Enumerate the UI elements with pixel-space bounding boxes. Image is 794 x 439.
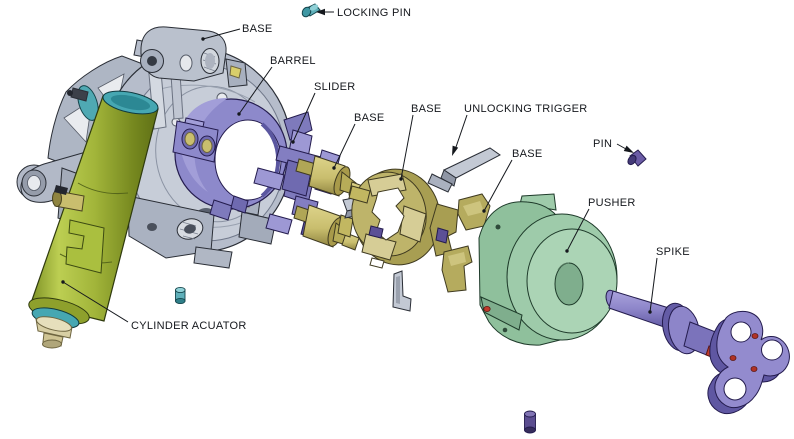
callout-barrel: BARREL [237,55,316,116]
callout-base-claw: BASE [482,148,542,213]
callout-spike: SPIKE [648,246,690,314]
callout-cylinder-actuator: CYLINDER ACUATOR [61,280,246,332]
purple-pin [627,149,647,167]
spike [605,289,790,415]
callout-base-top: BASE [201,23,272,41]
callout-pusher: PUSHER [565,197,635,253]
callout-slider: SLIDER [291,81,355,144]
callout-base-jaw-disc: BASE [399,103,441,181]
purple-dowel-pin [524,410,536,434]
label-cylinder-actuator: CYLINDER ACUATOR [131,320,247,332]
locking-pin [301,3,321,18]
label-barrel: BARREL [270,55,316,67]
callouts: BASE LOCKING PIN BARREL SLIDER BASE BASE… [61,7,690,332]
cylinder-actuator [28,90,159,349]
unlocking-trigger [427,147,501,193]
label-pusher: PUSHER [588,197,636,209]
label-unlocking-trigger: UNLOCKING TRIGGER [464,103,587,115]
teal-dowel-pin [175,286,186,305]
label-base-claw: BASE [512,148,543,160]
label-slider: SLIDER [314,81,356,93]
label-spike: SPIKE [656,246,690,258]
label-base-rod: BASE [354,112,385,124]
callout-base-rod: BASE [332,112,384,170]
pusher [478,193,618,346]
label-pin: PIN [593,138,612,150]
callout-unlocking-trigger: UNLOCKING TRIGGER [452,103,587,156]
callout-pin: PIN [593,138,634,153]
label-locking-pin: LOCKING PIN [337,7,411,19]
hidden-teal-cylinder [67,85,99,121]
label-base-top: BASE [242,23,273,35]
gray-key-part [392,270,412,312]
label-base-jaw-disc: BASE [411,103,442,115]
callout-locking-pin: LOCKING PIN [316,7,411,19]
base-jaw-disc [348,168,441,269]
